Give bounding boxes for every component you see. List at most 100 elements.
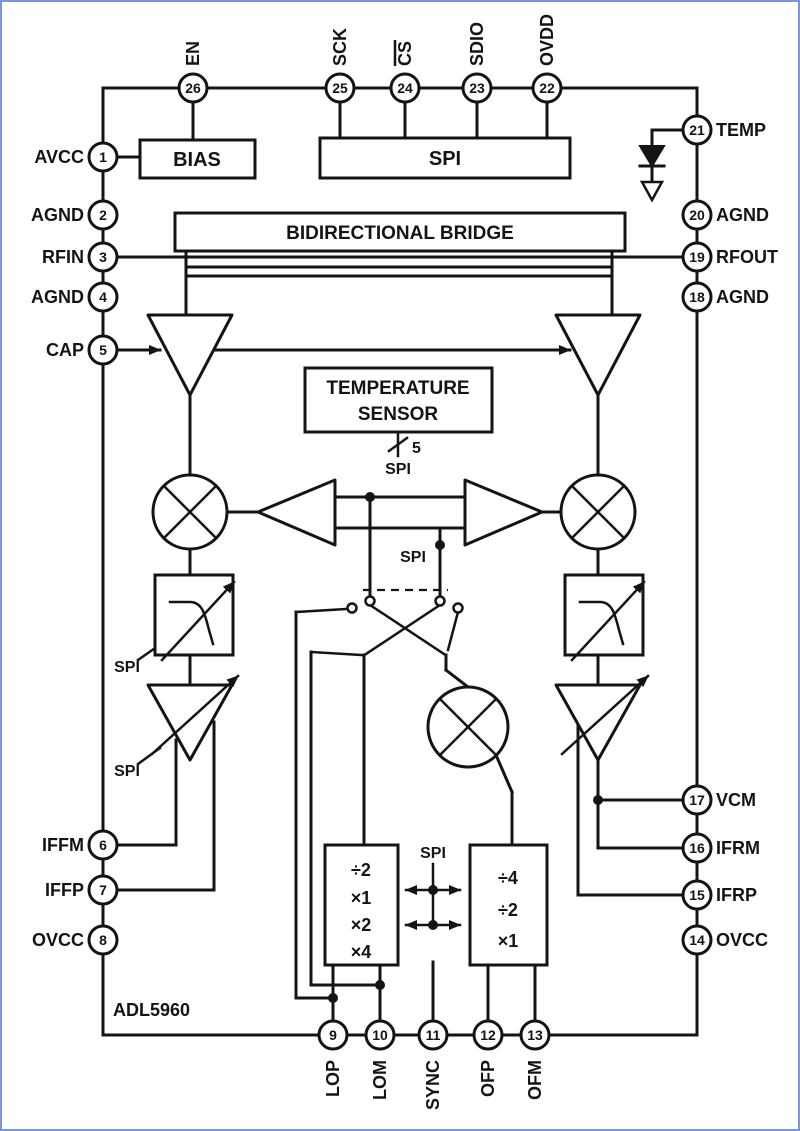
pin-23: 23 SDIO bbox=[461, 22, 493, 104]
offset-divider-block: ÷4 ÷2 ×1 bbox=[468, 843, 549, 967]
temp-sensor-label-2: SENSOR bbox=[358, 404, 439, 425]
spi-label: SPI bbox=[429, 148, 461, 170]
pin-12: 12 OFP bbox=[472, 1019, 504, 1097]
pin-8-number: 8 bbox=[99, 932, 107, 948]
pin-4-label: AGND bbox=[31, 287, 84, 307]
pin-19-label: RFOUT bbox=[716, 247, 778, 267]
pin-20-label: AGND bbox=[716, 205, 769, 225]
pin-15: 15 IFRP bbox=[681, 879, 757, 911]
pin-25-number: 25 bbox=[332, 80, 348, 96]
pin-4: 4 AGND bbox=[31, 281, 119, 313]
pin-18: 18 AGND bbox=[681, 281, 769, 313]
pin-14-number: 14 bbox=[689, 932, 705, 948]
pin-5-number: 5 bbox=[99, 342, 107, 358]
pin-26-label: EN bbox=[183, 41, 203, 66]
pin-7: 7 IFFP bbox=[45, 874, 119, 906]
pin-15-number: 15 bbox=[689, 887, 705, 903]
spi-block: SPI bbox=[318, 136, 572, 180]
pin-2: 2 AGND bbox=[31, 199, 119, 231]
bidirectional-bridge-block: BIDIRECTIONAL BRIDGE bbox=[173, 211, 627, 253]
pin-23-number: 23 bbox=[469, 80, 485, 96]
pin-3: 3 RFIN bbox=[42, 241, 119, 273]
forward-mixer-icon bbox=[151, 473, 229, 551]
pin-16: 16 IFRM bbox=[681, 832, 760, 864]
pin-26: 26 EN bbox=[177, 41, 209, 104]
offset-div-option-3: ×1 bbox=[498, 931, 519, 951]
pin-16-label: IFRM bbox=[716, 838, 760, 858]
pin-6-label: IFFM bbox=[42, 835, 84, 855]
pin-6-number: 6 bbox=[99, 837, 107, 853]
lo-switch-icon bbox=[346, 595, 464, 614]
pin-20-number: 20 bbox=[689, 207, 705, 223]
pin-7-label: IFFP bbox=[45, 880, 84, 900]
pin-9: 9 LOP bbox=[317, 1019, 349, 1097]
lo-div-option-2: ×1 bbox=[351, 888, 372, 908]
temp-sensor-label-1: TEMPERATURE bbox=[326, 378, 469, 399]
pin-9-label: LOP bbox=[323, 1060, 343, 1097]
pin-1: 1 AVCC bbox=[34, 141, 119, 173]
pin-15-label: IFRP bbox=[716, 885, 757, 905]
pin-9-number: 9 bbox=[329, 1027, 337, 1043]
pin-12-label: OFP bbox=[478, 1060, 498, 1097]
lo-buffer-right-icon bbox=[463, 478, 544, 547]
pin-25: 25 SCK bbox=[324, 28, 356, 104]
pin-18-label: AGND bbox=[716, 287, 769, 307]
pin-14: 14 OVCC bbox=[681, 924, 768, 956]
pin-13-label: OFM bbox=[525, 1060, 545, 1100]
pin-6: 6 IFFM bbox=[42, 829, 119, 861]
bridge-label: BIDIRECTIONAL BRIDGE bbox=[286, 223, 514, 244]
pin-26-number: 26 bbox=[185, 80, 201, 96]
bias-label: BIAS bbox=[173, 149, 221, 171]
pin-17-number: 17 bbox=[689, 792, 705, 808]
spi-lo-switch-label: SPI bbox=[400, 549, 426, 566]
pin-18-number: 18 bbox=[689, 289, 705, 305]
bus-width-label: 5 bbox=[412, 440, 421, 457]
pin-25-label: SCK bbox=[330, 28, 350, 66]
temperature-sensor-block: TEMPERATURE SENSOR bbox=[303, 366, 494, 434]
pin-3-number: 3 bbox=[99, 249, 107, 265]
pin-5: 5 CAP bbox=[46, 334, 119, 366]
pin-13: 13 OFM bbox=[519, 1019, 551, 1100]
if-filter-forward-icon bbox=[153, 573, 236, 662]
chip-name: ADL5960 bbox=[113, 1000, 190, 1020]
if-vga-forward-icon bbox=[146, 674, 240, 762]
pin-17: 17 VCM bbox=[681, 784, 756, 816]
reverse-amplifier-icon bbox=[554, 313, 642, 397]
pin-24: 24 CS bbox=[389, 40, 421, 104]
pin-10-number: 10 bbox=[372, 1027, 388, 1043]
lo-divider-block: ÷2 ×1 ×2 ×4 bbox=[323, 843, 400, 967]
pin-11: 11 SYNC bbox=[417, 1019, 449, 1110]
spi-divider-label: SPI bbox=[420, 845, 446, 862]
spi-sensor-label: SPI bbox=[385, 461, 411, 478]
pin-24-number: 24 bbox=[397, 80, 413, 96]
pin-2-label: AGND bbox=[31, 205, 84, 225]
pin-13-number: 13 bbox=[527, 1027, 543, 1043]
ground-arrow-icon bbox=[639, 180, 665, 203]
pin-21-label: TEMP bbox=[716, 120, 766, 140]
if-filter-reverse-icon bbox=[563, 573, 646, 662]
reverse-mixer-icon bbox=[559, 473, 637, 551]
lo-div-option-4: ×4 bbox=[351, 942, 372, 962]
pin-19-number: 19 bbox=[689, 249, 705, 265]
pin-4-number: 4 bbox=[99, 289, 107, 305]
pin-2-number: 2 bbox=[99, 207, 107, 223]
pin-11-number: 11 bbox=[426, 1027, 441, 1043]
lo-div-option-3: ×2 bbox=[351, 915, 372, 935]
junction-dots bbox=[328, 492, 603, 1003]
pin-23-label: SDIO bbox=[467, 22, 487, 66]
pin-1-label: AVCC bbox=[34, 147, 84, 167]
pin-8: 8 OVCC bbox=[32, 924, 119, 956]
pin-5-label: CAP bbox=[46, 340, 84, 360]
pin-16-number: 16 bbox=[689, 840, 705, 856]
pin-14-label: OVCC bbox=[716, 930, 768, 950]
pin-12-number: 12 bbox=[480, 1027, 496, 1043]
pin-8-label: OVCC bbox=[32, 930, 84, 950]
bias-block: BIAS bbox=[138, 138, 257, 180]
pin-19: 19 RFOUT bbox=[681, 241, 778, 273]
temp-diode-icon bbox=[638, 145, 666, 203]
forward-amplifier-icon bbox=[146, 313, 234, 397]
pin-24-label: CS bbox=[395, 41, 415, 66]
pin-3-label: RFIN bbox=[42, 247, 84, 267]
